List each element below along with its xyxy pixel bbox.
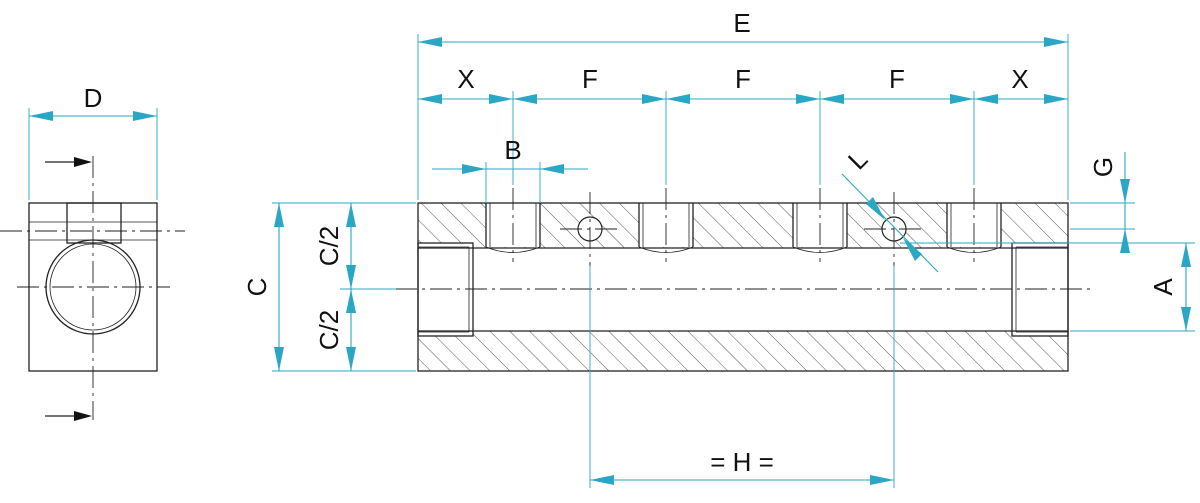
dimension-label-c-half-top: C/2 (314, 226, 344, 266)
dimension-label-x-right: X (1011, 64, 1028, 94)
dimension-label-f-2: F (735, 64, 751, 94)
dimension-line-l (841, 173, 939, 273)
dimension-label-h: = H = (710, 447, 774, 477)
dimension-label-g: G (1088, 157, 1118, 177)
dimension-label-f-1: F (582, 64, 598, 94)
side-view: D (0, 83, 185, 421)
end-port-left (417, 242, 474, 337)
dimension-label-b: B (504, 135, 521, 165)
dimension-label-c-half-bottom: C/2 (314, 310, 344, 350)
dimension-label-e: E (733, 8, 750, 38)
dimension-label-d: D (84, 83, 103, 113)
dimension-label-f-3: F (889, 64, 905, 94)
dimensions: E X F F F X B L (242, 8, 1195, 488)
side-view-top-port (66, 202, 122, 244)
dimension-label-c: C (242, 278, 272, 297)
dimension-label-l: L (842, 144, 873, 175)
dimension-label-a: A (1148, 278, 1178, 296)
section-view (395, 188, 1090, 372)
dimension-label-x-left: X (457, 64, 474, 94)
